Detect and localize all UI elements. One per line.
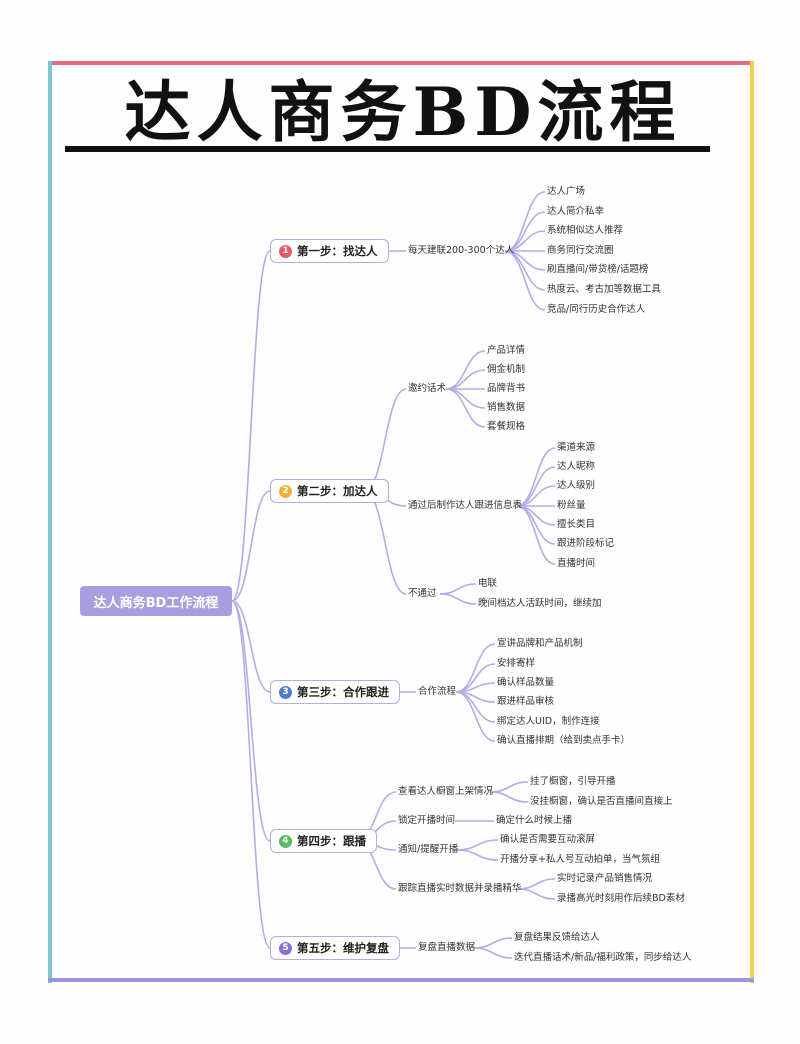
step-4-leaf: 没挂橱窗，确认是否直播间直接上 bbox=[530, 796, 673, 807]
step-1-leaf: 刷直播间/带货榜/话题榜 bbox=[547, 264, 649, 275]
step-4-number-icon: 4 bbox=[279, 834, 292, 848]
page-title: 达人商务BD流程 bbox=[124, 73, 682, 151]
step-3-leaf: 确认直播排期（给到卖点手卡） bbox=[497, 735, 631, 746]
step-2-branch-table: 通过后制作达人跟进信息表 bbox=[408, 500, 523, 511]
step-4-branch-window: 查看达人橱窗上架情况 bbox=[398, 786, 494, 797]
step-1-leaf: 达人简介私幸 bbox=[547, 206, 605, 217]
step-3-leaf: 安排寄样 bbox=[497, 658, 536, 669]
step-5-branch: 复盘直播数据 bbox=[418, 942, 476, 953]
step-1-leaf: 热度云、考古加等数据工具 bbox=[547, 284, 662, 295]
step-2-leaf: 佣金机制 bbox=[487, 364, 526, 375]
connector-line bbox=[439, 583, 477, 595]
step-2-branch-reject: 不通过 bbox=[408, 588, 437, 599]
connector-line bbox=[231, 600, 271, 842]
connector-line bbox=[439, 593, 477, 605]
step-3-number-icon: 3 bbox=[279, 685, 292, 699]
step-3-leaf: 宣讲品牌和产品机制 bbox=[497, 638, 583, 649]
connector-line bbox=[445, 388, 486, 428]
connector-line bbox=[231, 490, 271, 602]
frame-bottom-border bbox=[48, 978, 754, 982]
step-2-leaf: 跟进阶段标记 bbox=[557, 538, 615, 549]
connector-line bbox=[231, 600, 271, 693]
connector-line bbox=[456, 839, 499, 851]
connector-line bbox=[517, 888, 556, 900]
step-2-leaf: 产品详情 bbox=[487, 345, 526, 356]
step-4-leaf: 开播分享+私人号互动拍单，当气氛组 bbox=[500, 854, 660, 865]
connector-line bbox=[363, 490, 407, 595]
title-underline bbox=[65, 146, 710, 152]
step-2-label: 第二步：加达人 bbox=[297, 484, 378, 498]
step-5-leaf: 复盘结果反馈给达人 bbox=[514, 932, 600, 943]
step-5-number-icon: 5 bbox=[279, 941, 292, 955]
frame-left-border bbox=[48, 61, 52, 983]
step-1-label: 第一步：找达人 bbox=[297, 244, 378, 258]
step-2-leaf: 擅长类目 bbox=[557, 519, 596, 530]
step-3-leaf: 确认样品数量 bbox=[497, 677, 555, 688]
step-4-branch-time: 锁定开播时间 bbox=[398, 815, 456, 826]
step-5-leaf: 迭代直播话术/新品/福利政策，同步给达人 bbox=[514, 952, 692, 963]
step-4-branch-notify: 通知/提醒开播 bbox=[398, 844, 459, 855]
step-4-leaf: 实时记录产品销售情况 bbox=[557, 873, 653, 884]
connector-line bbox=[363, 388, 407, 492]
step-2-branch-invite: 邀约话术 bbox=[408, 383, 447, 394]
step-1-leaf: 系统相似达人推荐 bbox=[547, 225, 624, 236]
step-4-leaf: 确定什么时候上播 bbox=[496, 815, 573, 826]
step-2-leaf: 渠道来源 bbox=[557, 442, 596, 453]
step-4-label: 第四步：跟播 bbox=[297, 834, 366, 848]
step-2-leaf: 直播时间 bbox=[557, 558, 596, 569]
step-2-leaf: 品牌背书 bbox=[487, 383, 526, 394]
step-1-branch: 每天建联200-300个达人 bbox=[408, 245, 515, 256]
connector-line bbox=[455, 691, 496, 742]
connector-line bbox=[455, 643, 496, 693]
connector-line bbox=[504, 191, 546, 252]
step-3-leaf: 绑定达人UID，制作连接 bbox=[497, 716, 600, 727]
connector-line bbox=[445, 369, 486, 390]
root-node: 达人商务BD工作流程 bbox=[80, 586, 232, 616]
connector-line bbox=[473, 947, 513, 959]
step-1-number-icon: 1 bbox=[279, 244, 292, 258]
step-4-leaf: 录播高光时刻用作后续BD素材 bbox=[557, 893, 685, 904]
step-2-leaf: 达人级别 bbox=[557, 480, 596, 491]
connector-line bbox=[445, 388, 486, 409]
step-3-leaf: 跟进样品审核 bbox=[497, 696, 555, 707]
connector-line bbox=[489, 781, 529, 793]
frame-top-border bbox=[48, 61, 754, 65]
step-4-leaf: 确认是否需要互动滚屏 bbox=[500, 834, 596, 845]
frame-right-border bbox=[750, 61, 754, 983]
step-2-leaf: 销售数据 bbox=[487, 402, 526, 413]
step-1-leaf: 竞品/同行历史合作达人 bbox=[547, 304, 646, 315]
connector-line bbox=[516, 447, 556, 507]
connector-line bbox=[456, 849, 499, 861]
step-3-node: 3 第三步：合作跟进 bbox=[270, 680, 400, 704]
step-5-label: 第五步：维护复盘 bbox=[297, 941, 389, 955]
connector-line bbox=[504, 250, 546, 311]
connector-line bbox=[231, 600, 271, 949]
connector-line bbox=[473, 937, 513, 949]
connector-line bbox=[517, 878, 556, 890]
step-2-number-icon: 2 bbox=[279, 484, 292, 498]
connector-line bbox=[489, 791, 529, 803]
step-4-branch-track: 跟踪直播实时数据并录播精华 bbox=[398, 883, 522, 894]
connector-line bbox=[516, 505, 556, 565]
step-2-leaf: 电联 bbox=[478, 578, 498, 589]
step-1-leaf: 达人广场 bbox=[547, 186, 586, 197]
step-2-leaf: 晚间档达人活跃时间，继续加 bbox=[478, 598, 602, 609]
step-2-leaf: 达人昵称 bbox=[557, 461, 596, 472]
step-3-branch: 合作流程 bbox=[418, 686, 457, 697]
step-4-leaf: 挂了橱窗，引导开播 bbox=[530, 776, 616, 787]
step-3-label: 第三步：合作跟进 bbox=[297, 685, 389, 699]
step-2-leaf: 套餐规格 bbox=[487, 421, 526, 432]
step-5-node: 5 第五步：维护复盘 bbox=[270, 936, 400, 960]
step-4-node: 4 第四步：跟播 bbox=[270, 829, 377, 853]
step-2-leaf: 粉丝量 bbox=[557, 500, 586, 511]
step-1-node: 1 第一步：找达人 bbox=[270, 239, 389, 263]
step-1-leaf: 商务同行交流圈 bbox=[547, 245, 614, 256]
connector-line bbox=[231, 250, 271, 602]
step-2-node: 2 第二步：加达人 bbox=[270, 479, 389, 503]
